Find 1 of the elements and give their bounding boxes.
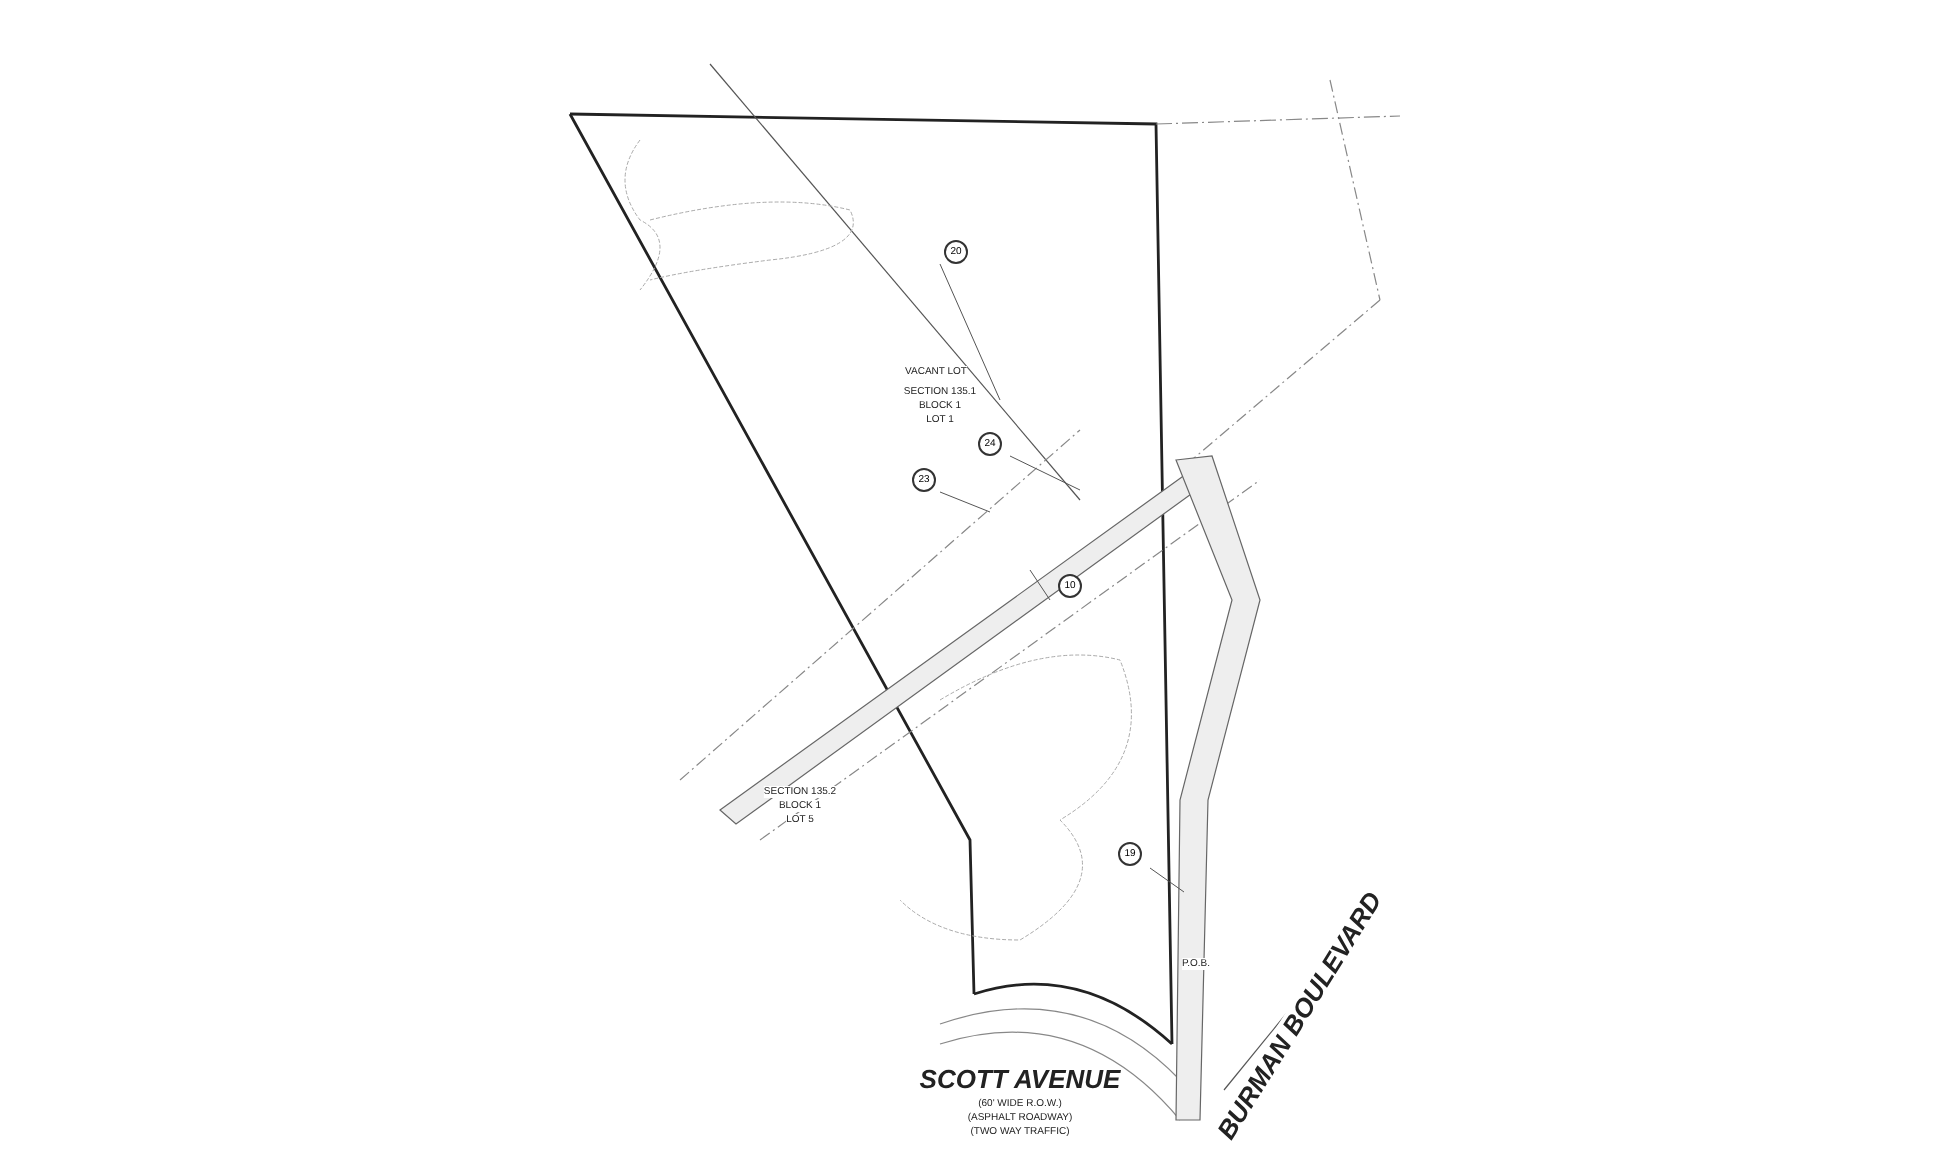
street-name: SCOTT AVENUE bbox=[919, 1066, 1121, 1094]
